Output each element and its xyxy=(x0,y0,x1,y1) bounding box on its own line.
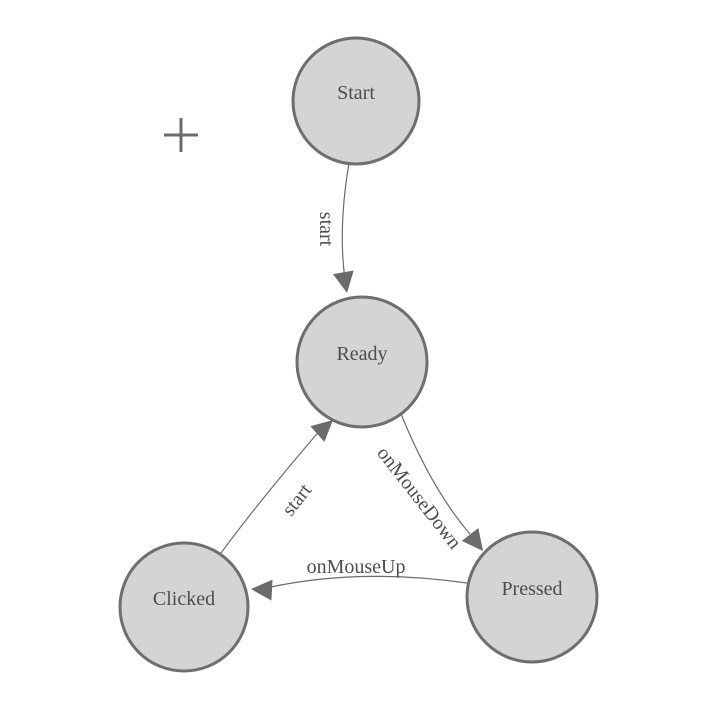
state-circle[interactable] xyxy=(465,530,599,664)
transition-edge-clicked-to-ready[interactable]: start xyxy=(220,412,340,554)
crosshair-plus-icon xyxy=(164,118,198,152)
state-node-clicked[interactable]: Clicked xyxy=(118,541,250,673)
state-circle[interactable] xyxy=(295,295,429,429)
transition-wire[interactable] xyxy=(400,413,471,535)
state-node-pressed[interactable]: Pressed xyxy=(465,530,599,664)
transition-label: onMouseDown xyxy=(372,443,465,554)
transition-wire[interactable] xyxy=(341,162,350,281)
transition-label: start xyxy=(315,212,337,247)
transition-label: start xyxy=(278,479,317,520)
state-node-label: Clicked xyxy=(153,588,215,610)
arrowhead-icon xyxy=(461,527,483,551)
state-node-start[interactable]: Start xyxy=(291,36,421,166)
state-circle[interactable] xyxy=(291,36,421,166)
transition-edge-pressed-to-clicked[interactable]: onMouseUp xyxy=(250,556,468,601)
state-node-label: Pressed xyxy=(501,578,562,600)
arrowhead-icon xyxy=(310,420,333,442)
transition-wire[interactable] xyxy=(270,575,468,588)
state-node-label: Start xyxy=(337,82,375,104)
transition-edge-ready-to-pressed[interactable]: onMouseDown xyxy=(372,413,491,557)
transition-label: onMouseUp xyxy=(307,556,406,578)
arrowhead-icon xyxy=(251,579,273,601)
transition-edge-start-to-ready[interactable]: start xyxy=(315,162,357,295)
state-circle[interactable] xyxy=(118,541,250,673)
state-node-label: Ready xyxy=(336,343,387,365)
transition-wire[interactable] xyxy=(220,427,323,554)
arrowhead-icon xyxy=(333,270,354,293)
state-node-ready[interactable]: Ready xyxy=(295,295,429,429)
